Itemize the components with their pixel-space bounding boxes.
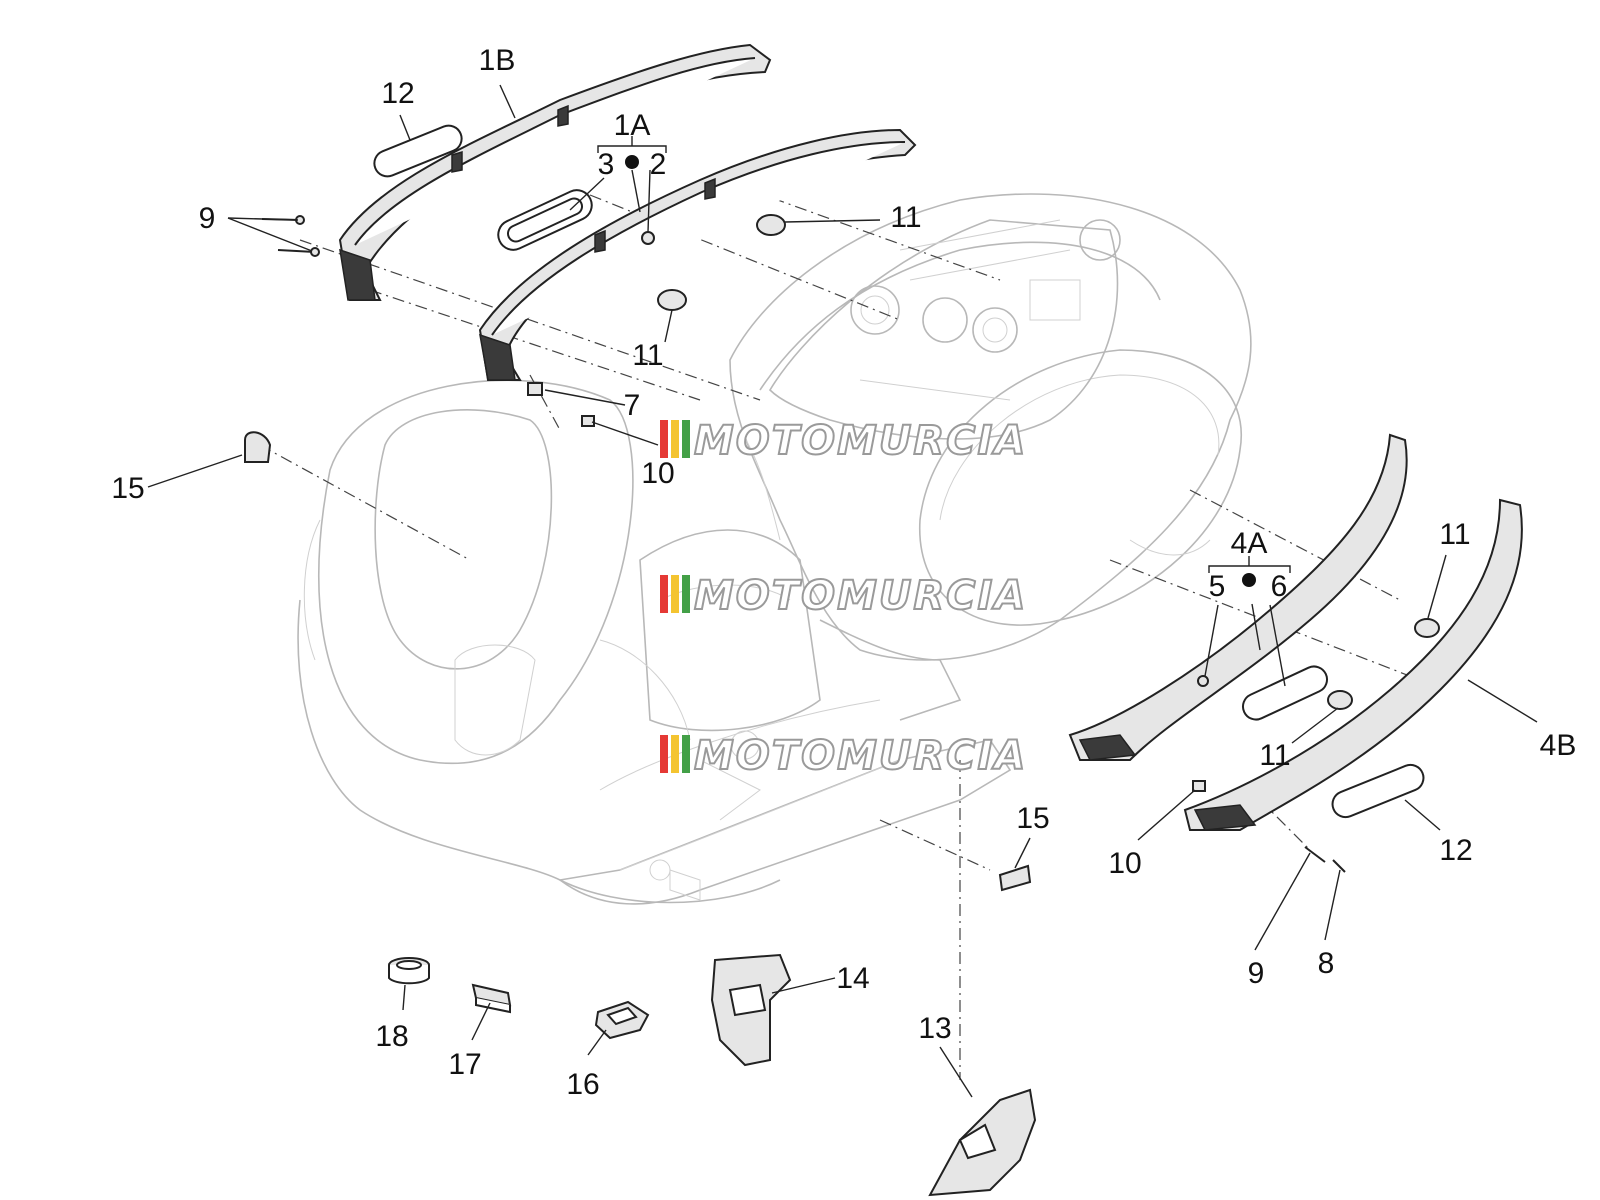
label-3: 3 <box>598 148 615 181</box>
trim-part-1A <box>478 128 917 381</box>
screw-part-8 <box>1332 859 1346 873</box>
small-parts-upper <box>244 214 786 463</box>
label-15-right: 15 <box>1016 802 1049 835</box>
grommet-part-11-c <box>1414 618 1440 638</box>
cover-part-13 <box>928 1088 1037 1197</box>
watermark-stripe-red <box>660 420 668 458</box>
label-18: 18 <box>375 1020 408 1053</box>
label-4A: 4A <box>1231 527 1268 560</box>
scooter-body <box>297 193 1252 905</box>
plug-part-17 <box>471 983 512 1014</box>
label-16: 16 <box>566 1068 599 1101</box>
label-7: 7 <box>624 389 641 422</box>
watermark-text: MOTOMURCIA <box>694 573 1027 619</box>
nut-part-5 <box>1197 675 1209 687</box>
watermark-3: MOTOMURCIA <box>660 732 1027 780</box>
label-17: 17 <box>448 1048 481 1081</box>
label-11-d: 11 <box>1259 739 1290 772</box>
small-parts-lower <box>998 618 1440 892</box>
watermark-2: MOTOMURCIA <box>660 572 1027 620</box>
bottom-parts <box>388 953 1037 1197</box>
cap-part-15-a <box>244 431 272 463</box>
label-2: 2 <box>650 148 667 181</box>
badge-part-6 <box>1241 665 1329 721</box>
cap-part-15-b <box>998 864 1032 892</box>
label-9-upper: 9 <box>199 202 216 235</box>
screw-part-9-c <box>1304 846 1326 863</box>
label-12-upper: 12 <box>381 77 414 110</box>
trim-part-4A <box>1068 433 1408 761</box>
grommet-part-11-b <box>657 289 687 311</box>
label-10-upper: 10 <box>641 457 674 490</box>
watermark-1: MOTOMURCIA <box>660 417 1027 465</box>
watermark-stripe-green <box>682 420 690 458</box>
label-13: 13 <box>918 1012 951 1045</box>
group-dot-4A <box>1242 573 1256 587</box>
label-12-lower: 12 <box>1439 834 1472 867</box>
label-14: 14 <box>836 962 869 995</box>
leader-lines <box>147 84 1538 1098</box>
label-4B: 4B <box>1540 729 1577 762</box>
label-15-left: 15 <box>111 472 144 505</box>
watermark-stripe-yellow <box>671 420 679 458</box>
plug-part-16 <box>594 1000 650 1040</box>
label-9-lower: 9 <box>1248 957 1265 990</box>
badge-part-12-lower <box>1331 763 1425 819</box>
bracket-part-14 <box>710 953 792 1067</box>
grommet-part-11-a <box>756 214 786 236</box>
clip-part-10-b <box>1192 780 1206 792</box>
label-1A: 1A <box>614 109 651 142</box>
label-6: 6 <box>1271 570 1288 603</box>
callout-labels: 1B 12 1A 3 2 11 9 11 7 10 15 4A 5 6 11 1… <box>111 44 1576 1101</box>
nut-part-2 <box>641 231 655 245</box>
trim-part-1B <box>338 43 772 301</box>
label-10-lower: 10 <box>1108 847 1141 880</box>
badge-part-12-upper <box>373 124 463 178</box>
clip-part-10-a <box>581 415 595 427</box>
label-11-c: 11 <box>1439 518 1470 551</box>
trim-part-4B <box>1183 498 1523 831</box>
group-dot-1A <box>625 155 639 169</box>
label-8: 8 <box>1318 947 1335 980</box>
label-1B: 1B <box>479 44 516 77</box>
watermark-text: MOTOMURCIA <box>694 733 1027 779</box>
label-11-a: 11 <box>890 201 921 234</box>
label-11-b: 11 <box>632 339 663 372</box>
badge-part-3 <box>497 189 593 251</box>
label-5: 5 <box>1209 570 1226 603</box>
screw-part-9-b <box>277 249 316 253</box>
grommet-part-11-d <box>1327 690 1353 710</box>
clip-part-7 <box>527 382 543 396</box>
watermark-text: MOTOMURCIA <box>694 418 1027 464</box>
plug-part-18 <box>388 957 430 985</box>
